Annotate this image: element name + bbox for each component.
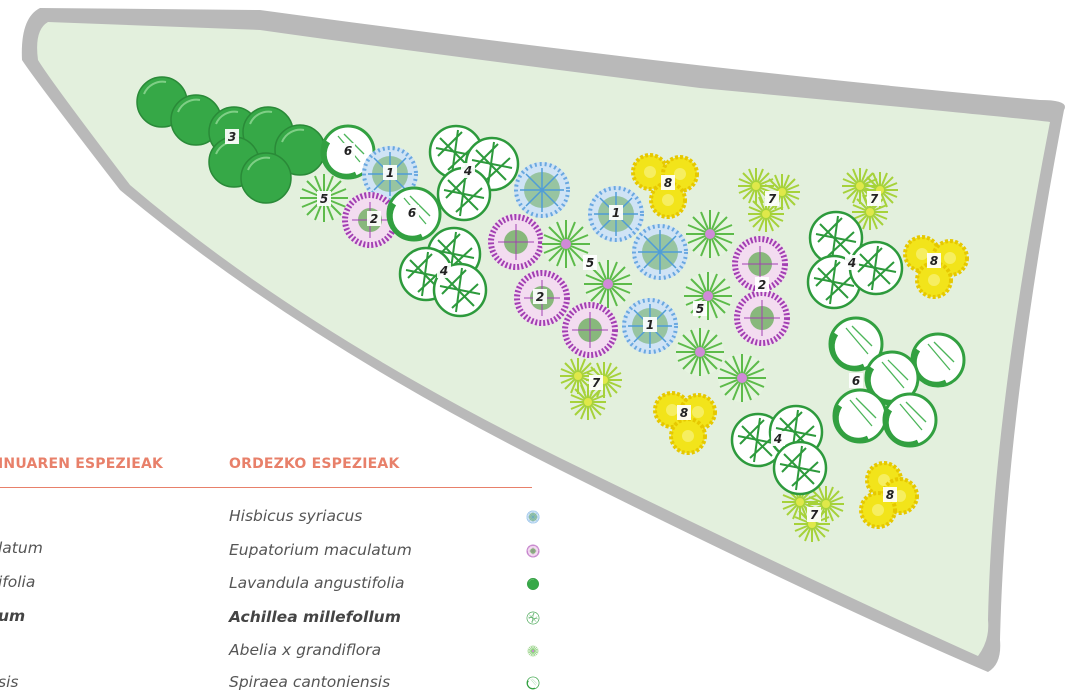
plant-number-bg — [849, 373, 863, 388]
left-species-6: sis — [0, 673, 19, 691]
plant-number-label: 8 — [930, 254, 938, 268]
plant-number-label: 6 — [852, 374, 860, 388]
spiraea-icon — [526, 676, 540, 690]
species-abelia: Abelia x grandiflora — [229, 641, 382, 659]
plant-number-label: 2 — [536, 290, 544, 304]
legend-divider — [0, 487, 532, 488]
plant-number-bg — [405, 205, 419, 220]
plant-number-bg — [693, 301, 707, 316]
plant-number-bg — [643, 317, 657, 332]
plant-number-bg — [807, 507, 821, 522]
plant-number-bg — [755, 277, 769, 292]
achillea-icon — [526, 611, 540, 625]
plant-number-label: 5 — [696, 302, 704, 316]
plant-number-bg — [609, 205, 623, 220]
plant-number-bg — [661, 175, 675, 190]
plant-number-label: 6 — [344, 144, 352, 158]
left-species-4: um — [0, 607, 26, 625]
plant-number-bg — [437, 263, 451, 278]
species-eupatorium: Eupatorium maculatum — [229, 541, 412, 559]
species-spiraea: Spiraea cantoniensis — [229, 673, 391, 691]
plant-number-bg — [461, 163, 475, 178]
plant-number-bg — [583, 255, 597, 270]
plant-number-label: 8 — [886, 488, 894, 502]
abelia-icon — [527, 645, 539, 657]
species-achillea: Achillea millefollum — [229, 608, 401, 626]
plant-number-label: 7 — [768, 192, 777, 206]
species-lavandula: Lavandula angustifolia — [229, 574, 405, 592]
plant-number-bg — [589, 375, 603, 390]
plant-number-label: 1 — [612, 206, 620, 220]
plant-number-label: 1 — [386, 166, 394, 180]
plant-number-bg — [927, 253, 941, 268]
plant-number-label: 7 — [870, 192, 879, 206]
plant-number-bg — [771, 431, 785, 446]
plant-number-bg — [765, 191, 779, 206]
plant-number-bg — [845, 255, 859, 270]
plant-number-label: 8 — [664, 176, 672, 190]
hibiscus-icon — [526, 510, 540, 524]
species-hibiscus: Hisbicus syriacus — [229, 507, 363, 525]
left-species-2: latum — [0, 539, 43, 557]
plant-number-bg — [367, 211, 381, 226]
plant-number-bg — [341, 143, 355, 158]
plant-number-label: 7 — [592, 376, 601, 390]
plant-number-label: 5 — [586, 256, 594, 270]
plant-number-labels: 3 6 1 4 5 2 6 4 8 1 5 2 2 1 5 7 7 4 8 7 8 6 4 7 8 — [225, 129, 941, 522]
plant-number-bg — [867, 191, 881, 206]
plant-number-label: 4 — [847, 256, 856, 270]
plant-number-bg — [533, 289, 547, 304]
plant-number-label: 6 — [408, 206, 416, 220]
plant-number-bg — [317, 191, 331, 206]
plant-number-bg — [883, 487, 897, 502]
left-species-3: ifolia — [0, 573, 36, 591]
plant-number-label: 4 — [773, 432, 782, 446]
legend-header-left: INUAREN ESPEZIEAK — [0, 456, 164, 472]
plant-number-label: 3 — [228, 130, 236, 144]
plant-number-label: 4 — [439, 264, 448, 278]
plant-number-label: 1 — [646, 318, 654, 332]
plant-number-label: 4 — [463, 164, 472, 178]
plant-number-label: 5 — [320, 192, 328, 206]
eupatorium-icon — [526, 544, 540, 558]
plant-number-label: 7 — [810, 508, 819, 522]
plant-number-label: 2 — [370, 212, 378, 226]
plant-number-bg — [225, 129, 239, 144]
lavandula-icon — [526, 577, 540, 591]
legend-header-right: ORDEZKO ESPEZIEAK — [229, 456, 400, 472]
plant-number-bg — [383, 165, 397, 180]
plant-number-label: 8 — [680, 406, 688, 420]
plant-number-label: 2 — [758, 278, 766, 292]
plant-number-bg — [677, 405, 691, 420]
